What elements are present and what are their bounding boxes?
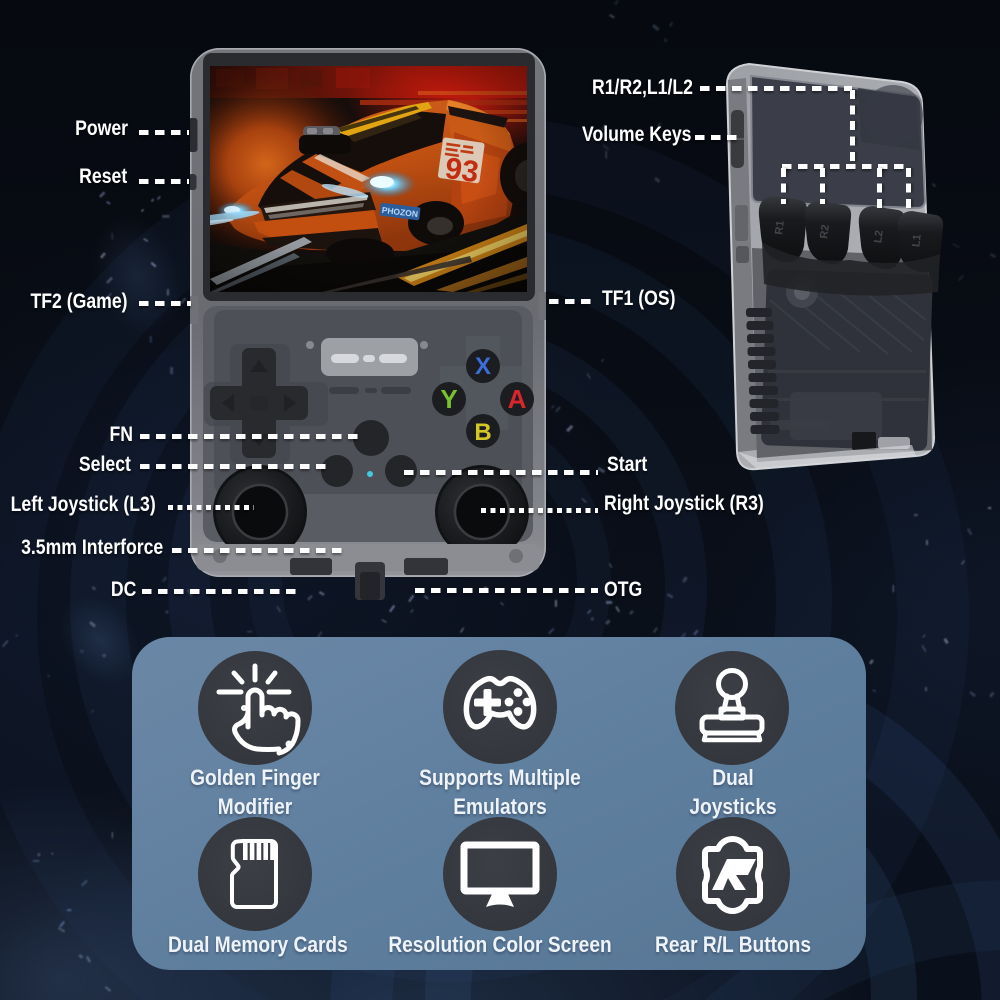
svg-text:Y: Y <box>440 384 457 414</box>
svg-text:X: X <box>475 353 491 380</box>
svg-text:B: B <box>474 419 491 446</box>
svg-text:L2: L2 <box>872 230 885 244</box>
svg-text:R2: R2 <box>818 224 832 239</box>
svg-text:L1: L1 <box>910 234 923 248</box>
svg-text:A: A <box>508 384 527 414</box>
svg-text:R1: R1 <box>773 220 787 235</box>
